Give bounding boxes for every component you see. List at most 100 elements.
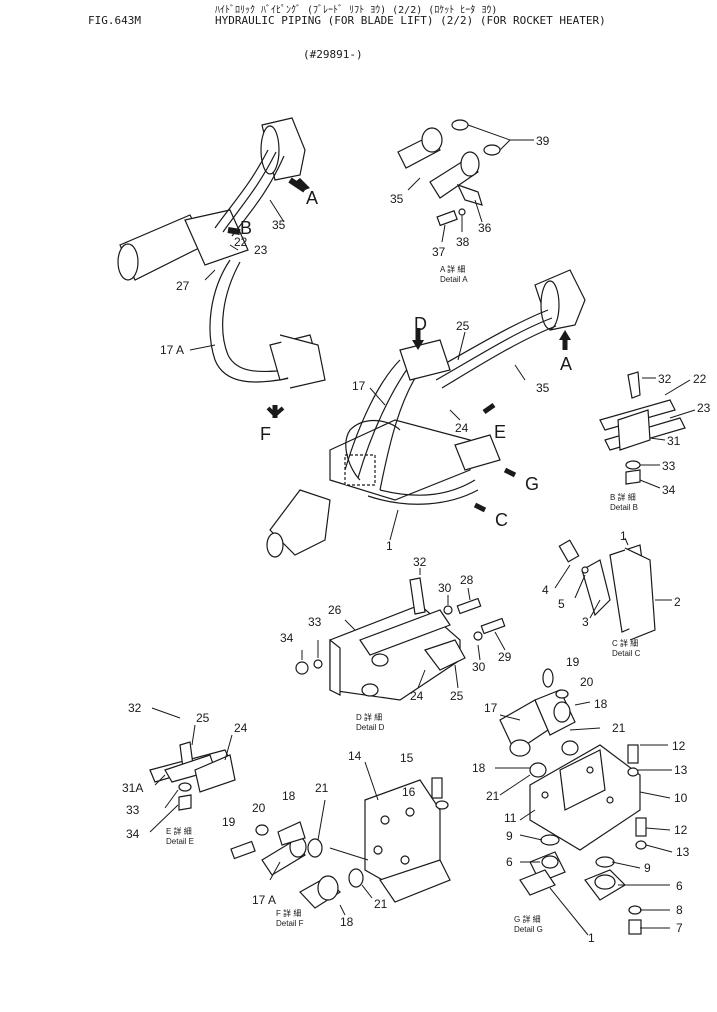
part-label: 38 — [456, 235, 470, 249]
part-label: 16 — [402, 785, 416, 799]
view-a-top: A — [306, 188, 318, 208]
title-english: HYDRAULIC PIPING (FOR BLADE LIFT) (2/2) … — [215, 14, 606, 27]
figure-number: FIG.643M — [88, 14, 141, 27]
part-label: 15 — [400, 751, 414, 765]
part-label: 1 — [620, 529, 627, 543]
view-b: B — [240, 218, 252, 238]
detail-c-caption-en: Detail C — [612, 649, 641, 658]
detail-f-caption-en: Detail F — [276, 919, 304, 928]
part-label: 11 — [504, 811, 517, 825]
part-label: 5 — [558, 597, 565, 611]
part-label: 23 — [697, 401, 711, 415]
part-label: 17 A — [252, 893, 276, 907]
part-label: 24 — [455, 421, 469, 435]
part-label: 25 — [450, 689, 464, 703]
serial-range: (#29891-) — [303, 48, 363, 61]
part-label: 18 — [282, 789, 296, 803]
part-label: 34 — [126, 827, 140, 841]
part-label: 17 — [484, 701, 498, 715]
part-label: 4 — [542, 583, 549, 597]
part-label: 17 — [352, 379, 366, 393]
detail-c-caption-jp: C 詳 細 — [612, 638, 638, 648]
part-label: 35 — [272, 218, 286, 232]
detail-d-caption-en: Detail D — [356, 723, 385, 732]
detail-a — [397, 119, 534, 243]
part-label: 25 — [456, 319, 470, 333]
part-label: 20 — [252, 801, 266, 815]
view-g: G — [525, 474, 539, 494]
part-label: 35 — [536, 381, 550, 395]
detail-d — [295, 568, 506, 701]
part-label: 1 — [588, 931, 595, 945]
part-label: 19 — [566, 655, 580, 669]
part-label: 3 — [582, 615, 589, 629]
part-label: 18 — [472, 761, 486, 775]
view-d: D — [414, 314, 427, 334]
detail-g-caption-en: Detail G — [514, 925, 543, 934]
part-label: 21 — [486, 789, 500, 803]
top-left-assembly — [117, 117, 326, 418]
view-c: C — [495, 510, 508, 530]
part-label: 23 — [254, 243, 268, 257]
part-label: 13 — [674, 763, 688, 777]
part-label: 12 — [672, 739, 686, 753]
detail-f-caption-jp: F 詳 細 — [276, 908, 301, 918]
view-e: E — [494, 422, 506, 442]
part-label: 21 — [374, 897, 388, 911]
part-label: 10 — [674, 791, 688, 805]
part-label: 14 — [348, 749, 362, 763]
part-label: 30 — [438, 581, 452, 595]
part-label: 21 — [315, 781, 329, 795]
detail-d-caption-jp: D 詳 細 — [356, 712, 382, 722]
part-label: 31 — [667, 434, 681, 448]
part-label: 32 — [658, 372, 672, 386]
part-label: 34 — [662, 483, 676, 497]
part-label: 8 — [676, 903, 683, 917]
detail-e — [149, 707, 236, 833]
detail-g-caption-jp: G 詳 細 — [514, 914, 541, 924]
part-label: 6 — [676, 879, 683, 893]
detail-e-caption-jp: E 詳 細 — [166, 826, 192, 836]
part-label: 32 — [413, 555, 427, 569]
part-label: 39 — [536, 134, 550, 148]
part-label: 7 — [676, 921, 683, 935]
title-japanese: ﾊｲﾄﾞﾛﾘｯｸ ﾊﾞｲﾋﾟﾝｸﾞ (ﾌﾞﾚｰﾄﾞ ﾘﾌﾄ ﾖｳ) (2/2) … — [215, 5, 498, 16]
detail-b-caption-jp: B 詳 細 — [610, 492, 636, 502]
part-label: 12 — [674, 823, 688, 837]
part-label: 18 — [594, 697, 608, 711]
part-label: 9 — [644, 861, 651, 875]
part-label: 22 — [693, 372, 707, 386]
detail-b-caption-en: Detail B — [610, 503, 638, 512]
part-label: 19 — [222, 815, 236, 829]
part-label: 32 — [128, 701, 142, 715]
part-label: 33 — [308, 615, 322, 629]
center-assembly — [266, 269, 586, 558]
part-label: 28 — [460, 573, 474, 587]
part-label: 26 — [328, 603, 342, 617]
part-label: 27 — [176, 279, 190, 293]
part-label: 29 — [498, 650, 512, 664]
part-label: 24 — [410, 689, 424, 703]
detail-e-caption-en: Detail E — [166, 837, 194, 846]
part-label: 31A — [122, 781, 143, 795]
detail-c — [554, 537, 672, 641]
part-label: 17 A — [160, 343, 184, 357]
part-label: 35 — [390, 192, 404, 206]
part-label: 13 — [676, 845, 690, 859]
part-label: 37 — [432, 245, 446, 259]
detail-f — [230, 761, 451, 916]
part-label: 21 — [612, 721, 626, 735]
detail-b — [599, 371, 696, 489]
part-label: 9 — [506, 829, 513, 843]
part-label: 20 — [580, 675, 594, 689]
part-label: 22 — [234, 235, 248, 249]
detail-a-caption-en: Detail A — [440, 275, 468, 284]
part-label: 34 — [280, 631, 294, 645]
detail-a-caption-jp: A 詳 細 — [440, 264, 465, 274]
part-label: 2 — [674, 595, 681, 609]
part-label: 24 — [234, 721, 248, 735]
part-label: 6 — [506, 855, 513, 869]
part-label: 36 — [478, 221, 492, 235]
view-a-right: A — [560, 354, 572, 374]
